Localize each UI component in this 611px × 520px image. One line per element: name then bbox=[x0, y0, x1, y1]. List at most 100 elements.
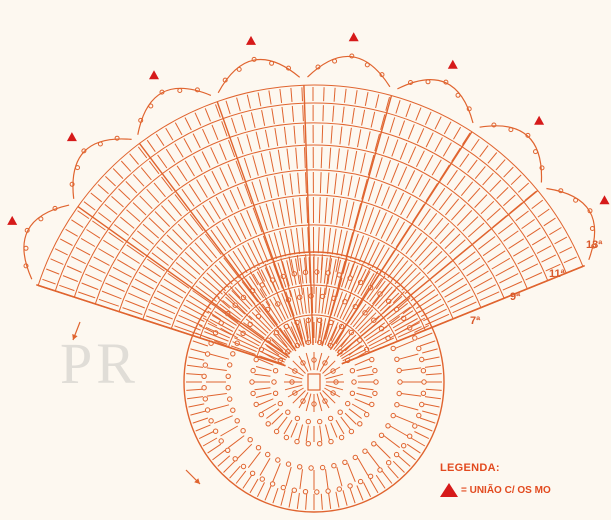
legend-text: = UNIÃO C/ OS MO bbox=[461, 485, 551, 496]
stitch-post bbox=[286, 467, 291, 486]
fan-stitch bbox=[348, 176, 352, 197]
fan-stitch bbox=[435, 138, 443, 152]
fan-stitch bbox=[445, 284, 467, 297]
fan-stitch bbox=[549, 228, 561, 235]
chain-stitch bbox=[315, 490, 319, 494]
stitch-post bbox=[306, 426, 308, 442]
fan-stitch bbox=[442, 278, 464, 292]
fan-stitch bbox=[383, 136, 388, 153]
stitch-post bbox=[357, 367, 373, 371]
fan-stitch bbox=[122, 252, 140, 263]
fan-stitch bbox=[433, 188, 445, 205]
fan-stitch bbox=[222, 222, 235, 244]
chain-stitch bbox=[226, 374, 230, 378]
fan-stitch bbox=[471, 139, 479, 151]
fan-stitch bbox=[335, 332, 352, 351]
stitch-post bbox=[265, 264, 271, 279]
fan-stitch bbox=[252, 182, 259, 202]
fan-stitch bbox=[197, 180, 208, 198]
fan-stitch bbox=[445, 199, 458, 215]
fan-stitch bbox=[290, 173, 293, 194]
fan-stitch bbox=[166, 128, 173, 140]
fan-stitch bbox=[503, 195, 515, 206]
fan-stitch bbox=[154, 297, 177, 308]
fan-stitch bbox=[105, 176, 115, 186]
fan-stitch bbox=[450, 296, 473, 308]
fan-stitch bbox=[302, 228, 304, 254]
picot-chain bbox=[509, 128, 513, 132]
fan-stitch bbox=[143, 224, 159, 238]
fan-stitch bbox=[303, 105, 304, 121]
stitch-post bbox=[256, 393, 272, 397]
stitch-post bbox=[382, 471, 392, 484]
fan-stitch bbox=[323, 105, 324, 121]
fan-stitch bbox=[419, 247, 437, 266]
fan-stitch bbox=[518, 255, 534, 264]
fan-stitch bbox=[112, 196, 124, 207]
stitch-post bbox=[306, 494, 307, 510]
stitch-post bbox=[300, 469, 303, 489]
chain-stitch bbox=[378, 468, 382, 472]
join-marker-icon bbox=[7, 216, 17, 225]
fan-stitch bbox=[190, 247, 208, 266]
fan-stitch bbox=[55, 249, 68, 255]
fan-stitch bbox=[211, 147, 219, 163]
fan-stitch bbox=[67, 266, 82, 273]
stitch-post bbox=[424, 404, 440, 407]
fan-stitch bbox=[161, 206, 175, 222]
stitch-post bbox=[214, 416, 233, 424]
fan-stitch bbox=[364, 240, 375, 264]
chain-stitch bbox=[315, 270, 319, 274]
fan-stitch bbox=[542, 255, 556, 262]
stitch-post bbox=[293, 361, 306, 374]
fan-stitch bbox=[147, 140, 155, 152]
fan-stitch bbox=[368, 155, 374, 175]
stitch-post bbox=[284, 420, 292, 434]
stitch-post bbox=[213, 450, 226, 460]
stitch-post bbox=[326, 374, 343, 379]
fan-stitch bbox=[286, 199, 290, 225]
chain-stitch bbox=[226, 386, 230, 390]
stitch-post bbox=[189, 404, 205, 407]
fan-stitch bbox=[468, 188, 480, 201]
stitch-post bbox=[324, 367, 340, 376]
fan-stitch bbox=[119, 189, 131, 200]
fan-stitch bbox=[414, 290, 435, 305]
fan-stitch bbox=[84, 202, 95, 210]
chain-stitch bbox=[202, 386, 206, 390]
watermark: PR bbox=[60, 330, 139, 397]
chain-stitch bbox=[226, 448, 230, 452]
stitch-post bbox=[401, 394, 421, 397]
fan-stitch bbox=[204, 175, 214, 193]
stitch-post bbox=[349, 409, 362, 419]
stitch-post bbox=[228, 436, 244, 448]
fan-stitch bbox=[217, 226, 231, 248]
fan-stitch bbox=[376, 248, 389, 270]
chain-stitch bbox=[421, 369, 425, 373]
stitch-post bbox=[357, 393, 373, 397]
fan-stitch bbox=[487, 208, 500, 220]
stitch-post bbox=[323, 361, 336, 374]
stitch-post bbox=[424, 357, 440, 360]
chain-stitch bbox=[259, 412, 263, 416]
picot-chain bbox=[456, 93, 460, 97]
stitch-post bbox=[337, 467, 342, 486]
chain-stitch bbox=[248, 438, 252, 442]
fan-stitch bbox=[480, 146, 488, 157]
chain-stitch bbox=[413, 336, 417, 340]
fan-stitch bbox=[99, 299, 119, 306]
fan-stitch bbox=[497, 187, 509, 198]
chain-stitch bbox=[350, 391, 354, 395]
fan-stitch bbox=[113, 267, 132, 277]
stitch-post bbox=[236, 471, 246, 484]
chain-stitch bbox=[250, 380, 254, 384]
fan-stitch bbox=[439, 193, 452, 210]
fan-stitch bbox=[406, 104, 411, 117]
legend-entry: = UNIÃO C/ OS MO bbox=[440, 483, 551, 497]
stitch-post bbox=[238, 444, 252, 458]
fan-stitch bbox=[490, 180, 501, 192]
stitch-post bbox=[326, 469, 329, 489]
fan-stitch bbox=[341, 174, 344, 195]
fan-stitch bbox=[337, 148, 339, 169]
